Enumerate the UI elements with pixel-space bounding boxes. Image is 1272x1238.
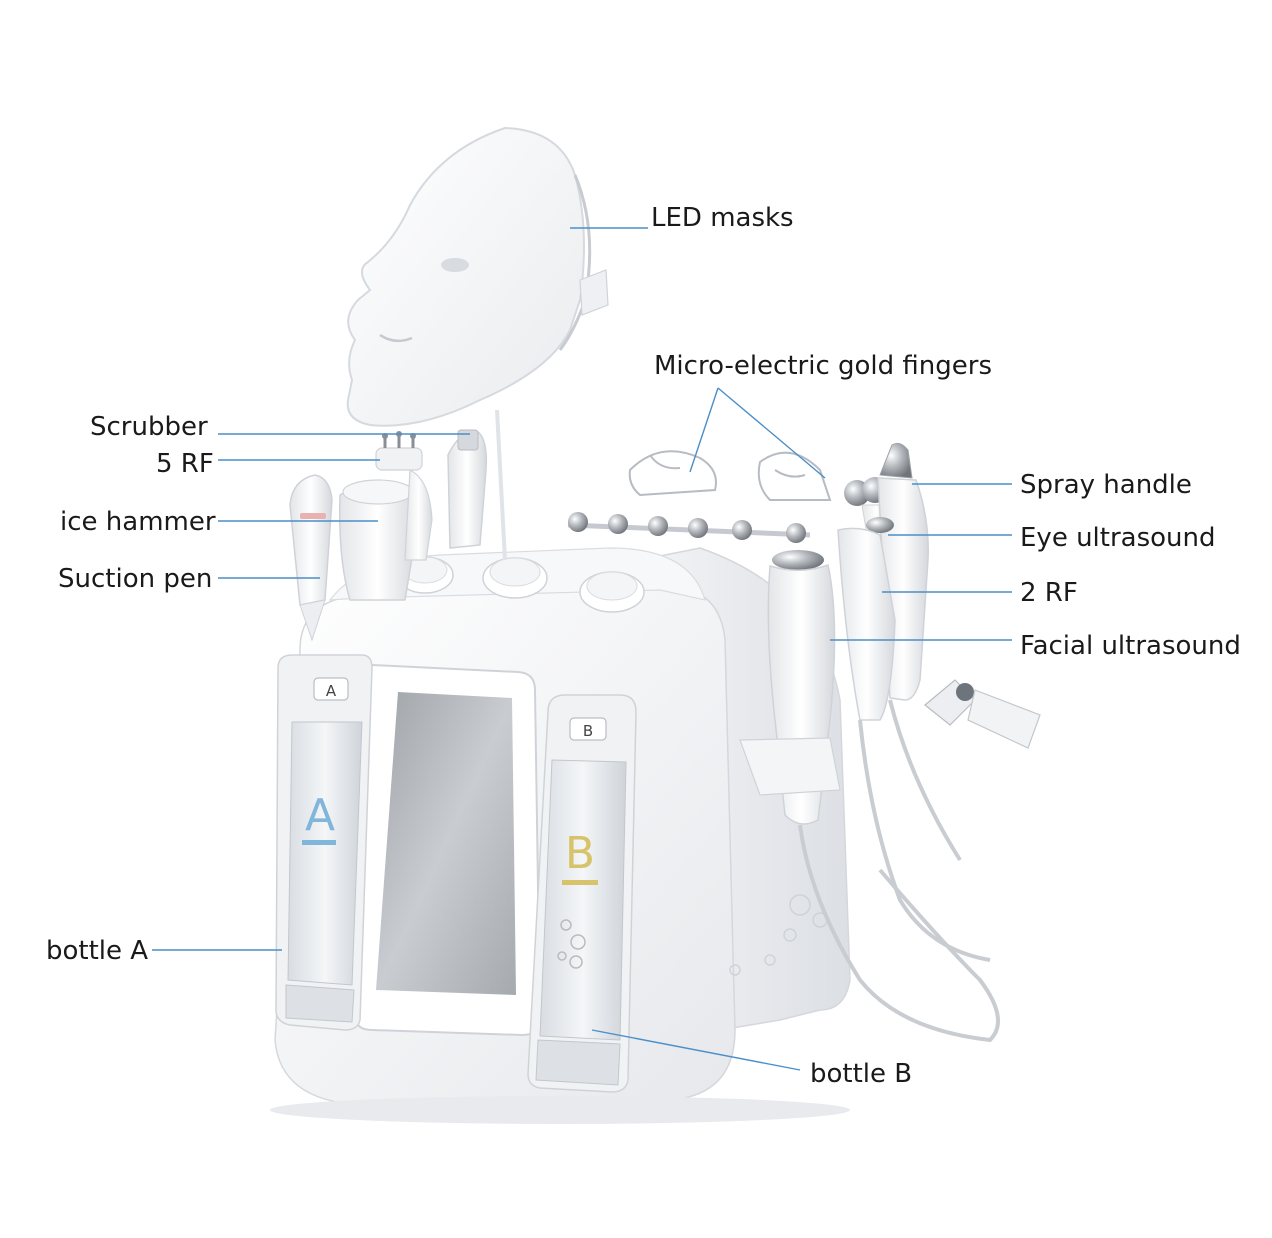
label-suction-pen: Suction pen [58,564,212,594]
mask-eye-hole [441,258,469,272]
label-5-rf: 5 RF [156,449,214,479]
label-bottle-b: bottle B [810,1059,912,1089]
bottle-a-tag [313,677,349,701]
bottle-a-tag-label: A [326,682,337,700]
right-handpieces [567,442,1041,1043]
bottle-b: B B [527,694,637,1093]
led-mask [346,126,609,561]
label-bottle-a: bottle A [46,936,148,966]
label-ice-hammer: ice hammer [60,507,216,537]
leader-lines [152,227,1012,1071]
label-eye-ultrasound: Eye ultrasound [1020,523,1216,553]
label-spray-handle: Spray handle [1020,470,1192,500]
bottle-b-letter: B [565,828,595,879]
touch-screen [354,663,542,1037]
bottle-a-letter: A [305,790,335,841]
leader-bottle-b [591,1029,801,1071]
label-2-rf: 2 RF [1020,578,1078,608]
leader-gold-fingers-left [689,387,719,473]
bottle-b-tag [569,717,607,741]
control-knobs [396,556,645,613]
label-scrubber: Scrubber [90,412,208,442]
label-led-masks: LED masks [651,203,794,233]
bottle-a: A A [275,654,373,1031]
gold-finger-clips [628,450,832,501]
labels: LED masks Micro-electric gold fingers Sc… [46,203,1241,1089]
left-handpieces [289,429,488,642]
label-micro-electric-gold-fingers: Micro-electric gold fingers [654,351,992,381]
leader-gold-fingers-right [717,387,826,479]
label-facial-ultrasound: Facial ultrasound [1020,631,1241,661]
bottle-b-tag-label: B [583,722,593,740]
gold-finger-rollers [568,512,806,543]
